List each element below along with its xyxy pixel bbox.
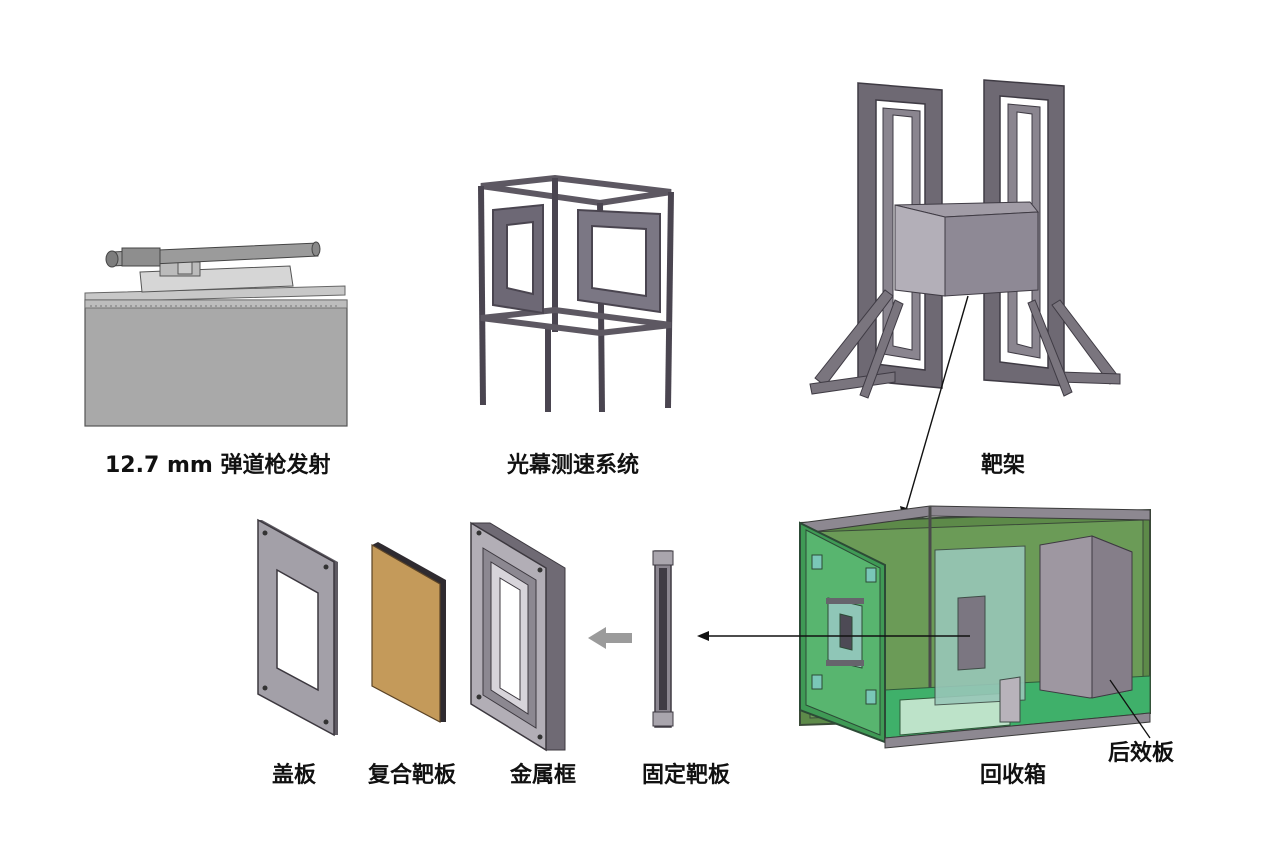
assembly-arrow [588,627,632,649]
label-light-screen: 光幕测速系统 [506,452,639,478]
label-metal-frame: 金属框 [509,762,576,788]
metal-frame [470,521,566,752]
label-cover-plate: 盖板 [272,762,317,788]
label-composite-target: 复合靶板 [367,762,457,788]
label-gun: 12.7 mm 弹道枪发射 [105,452,330,478]
recovery-box [799,505,1151,749]
label-target-frame: 靶架 [981,452,1025,478]
target-frame [809,79,1121,399]
light-screen-system [478,174,674,413]
composite-target [371,542,446,723]
fixed-target-plate [652,550,674,728]
label-witness-plate: 后效板 [1108,740,1175,766]
label-fixed-target: 固定靶板 [642,762,731,788]
ballistic-gun-assembly [84,241,348,427]
arrow-box-to-fixed-target [697,631,970,641]
cover-plate [257,518,338,737]
label-recovery-box: 回收箱 [980,762,1046,788]
